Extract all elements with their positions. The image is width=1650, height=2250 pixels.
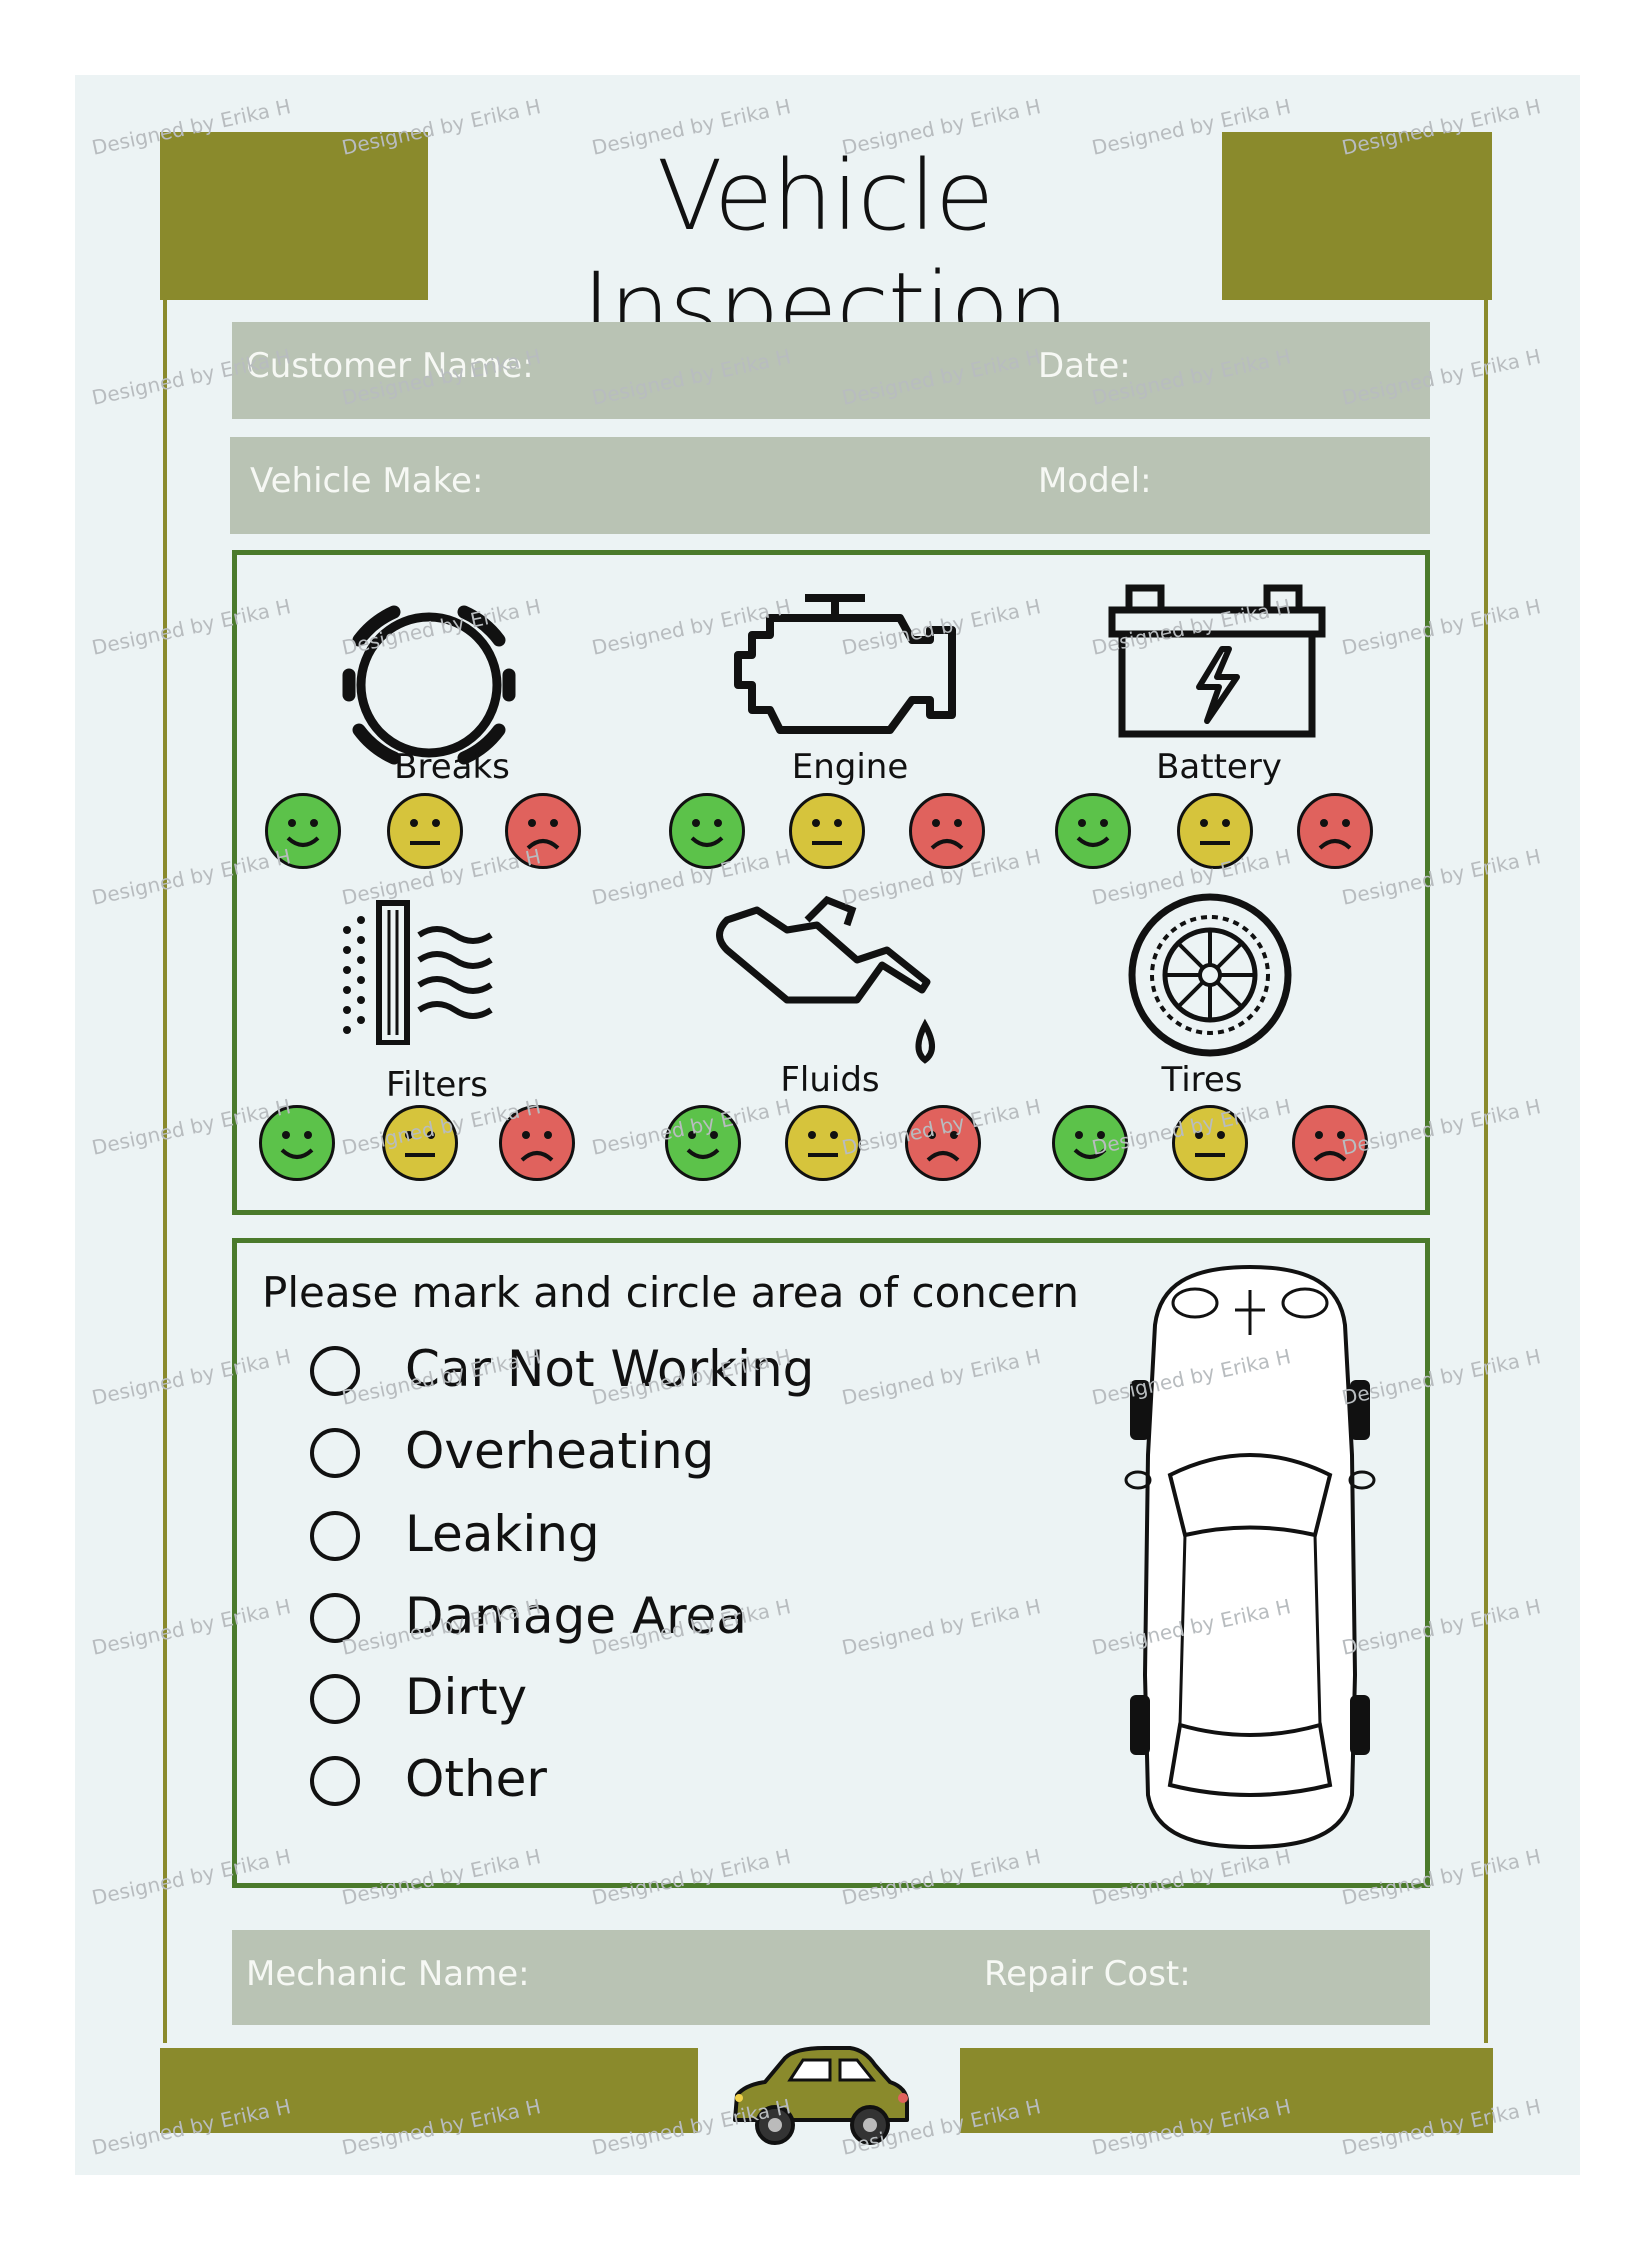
footer-block-right [960,2048,1493,2133]
happy-face-engine[interactable] [669,793,745,869]
tire-icon [1125,890,1295,1060]
battery-icon [1107,583,1327,743]
component-label-breaks: Breaks [394,747,510,787]
header-block-right [1222,132,1492,300]
sad-face-battery[interactable] [1297,793,1373,869]
sad-face-fluids[interactable] [905,1105,981,1181]
neutral-face-breaks[interactable] [387,793,463,869]
happy-face-fluids[interactable] [665,1105,741,1181]
sad-face-tires[interactable] [1292,1105,1368,1181]
happy-face-battery[interactable] [1055,793,1131,869]
happy-face-tires[interactable] [1052,1105,1128,1181]
vehicle-model-field[interactable]: Vehicle Make: Model: [230,437,1430,534]
option-label: Dirty [405,1668,528,1726]
component-label-tires: Tires [1161,1060,1243,1100]
component-checks-box: Breaks Engine Battery Filters Fluids Tir… [232,550,1430,1215]
sad-face-engine[interactable] [909,793,985,869]
concern-instruction: Please mark and circle area of concern [262,1268,1079,1317]
concern-box [232,1238,1430,1888]
form-frame [163,298,1488,2043]
happy-face-filters[interactable] [259,1105,335,1181]
option-radio-circle[interactable] [310,1428,360,1478]
option-label: Other [405,1750,547,1808]
component-label-engine: Engine [791,747,909,787]
component-label-battery: Battery [1156,747,1282,787]
option-label: Car Not Working [405,1340,815,1398]
mechanic-repair-field[interactable]: Mechanic Name: Repair Cost: [232,1930,1430,2025]
model-label: Model: [1038,461,1152,501]
filter-icon [337,895,497,1046]
neutral-face-fluids[interactable] [785,1105,861,1181]
neutral-face-tires[interactable] [1172,1105,1248,1181]
date-label: Date: [1038,346,1131,386]
repair-cost-label: Repair Cost: [984,1954,1191,1994]
option-label: Damage Area [405,1587,747,1645]
engine-icon [730,590,970,740]
car-icon [725,2040,915,2155]
happy-face-breaks[interactable] [265,793,341,869]
component-label-fluids: Fluids [780,1060,880,1100]
mechanic-name-label: Mechanic Name: [246,1954,530,1994]
neutral-face-filters[interactable] [382,1105,458,1181]
customer-name-label: Customer Name: [246,346,534,386]
footer-block-left [160,2048,698,2133]
component-label-filters: Filters [386,1065,488,1105]
customer-date-field[interactable]: Customer Name: Date: [232,322,1430,419]
neutral-face-engine[interactable] [789,793,865,869]
brake-disc-icon [319,600,539,770]
oil-can-icon [707,890,947,1080]
option-radio-circle[interactable] [310,1346,360,1396]
option-radio-circle[interactable] [310,1511,360,1561]
header-block-left [160,132,428,300]
option-label: Leaking [405,1505,600,1563]
neutral-face-battery[interactable] [1177,793,1253,869]
sad-face-breaks[interactable] [505,793,581,869]
option-radio-circle[interactable] [310,1674,360,1724]
option-radio-circle[interactable] [310,1593,360,1643]
car-top-view-icon[interactable] [1100,1255,1400,1855]
sad-face-filters[interactable] [499,1105,575,1181]
option-radio-circle[interactable] [310,1756,360,1806]
vehicle-make-label: Vehicle Make: [250,461,484,501]
option-label: Overheating [405,1422,715,1480]
